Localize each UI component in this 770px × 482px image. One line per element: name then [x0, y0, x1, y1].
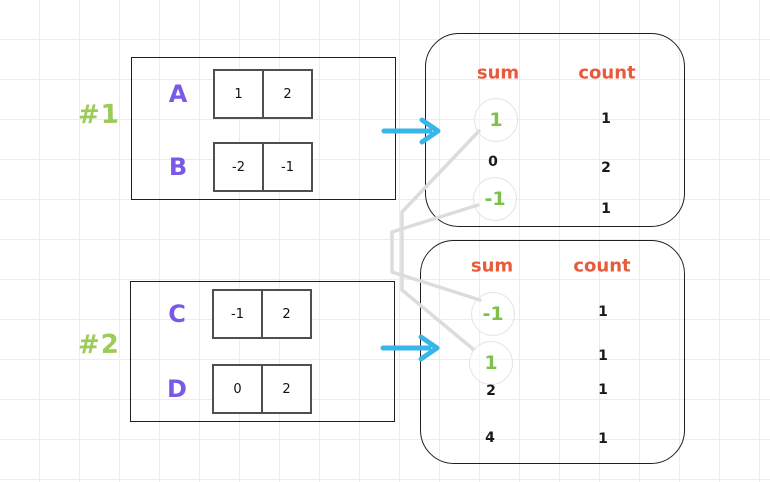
example-1-sum-value-highlighted: -1	[473, 177, 517, 221]
array-a-cells: 1 2	[213, 69, 313, 119]
array-a-cell-1: 2	[262, 69, 313, 119]
array-c-cells: -1 2	[212, 289, 312, 339]
example-2-count-value: 1	[598, 382, 608, 398]
example-1-count-value: 2	[601, 160, 611, 176]
example-2-sum-header: sum	[470, 255, 514, 277]
array-d-cell-1: 2	[261, 364, 312, 414]
array-c-cell-0: -1	[212, 289, 263, 339]
array-d-cell-0: 0	[212, 364, 263, 414]
example-1-sum-value: 0	[488, 154, 498, 170]
array-row-c: C -1 2	[131, 289, 394, 339]
array-row-a: A 1 2	[132, 69, 395, 119]
array-b-cells: -2 -1	[213, 142, 313, 192]
array-c-label: C	[168, 300, 186, 328]
example-1-count-value: 1	[601, 111, 611, 127]
array-d-cells: 0 2	[212, 364, 312, 414]
array-a-label: A	[168, 80, 188, 108]
example-1-count-header: count	[578, 62, 636, 84]
example-1-count-value: 1	[601, 201, 611, 217]
example-2-sum-value-highlighted: 1	[469, 341, 513, 385]
example-2-input-box: C -1 2 D 0 2	[130, 281, 395, 422]
array-c-cell-1: 2	[261, 289, 312, 339]
example-2-count-header: count	[573, 255, 631, 277]
array-d-label: D	[167, 375, 187, 403]
example-2-sum-value: 4	[485, 430, 495, 446]
example-2-sum-value: 2	[486, 383, 496, 399]
example-1-result-box: sum count 1 1 0 2 -1 1	[425, 33, 685, 227]
array-b-label: B	[168, 153, 188, 181]
array-a-cell-0: 1	[213, 69, 264, 119]
array-row-d: D 0 2	[131, 364, 394, 414]
example-1-input-box: A 1 2 B -2 -1	[131, 57, 396, 200]
array-row-b: B -2 -1	[132, 142, 395, 192]
example-2-label: #2	[77, 329, 121, 361]
example-2-count-value: 1	[598, 431, 608, 447]
example-2-sum-value-highlighted: -1	[471, 292, 515, 336]
example-2-count-value: 1	[598, 304, 608, 320]
array-b-cell-1: -1	[262, 142, 313, 192]
array-b-cell-0: -2	[213, 142, 264, 192]
example-1-sum-header: sum	[476, 62, 520, 84]
example-1-label: #1	[77, 99, 121, 131]
example-2-count-value: 1	[598, 348, 608, 364]
example-1-sum-value-highlighted: 1	[474, 98, 518, 142]
example-2-result-box: sum count -1 1 1 1 2 1 4 1	[420, 240, 685, 464]
